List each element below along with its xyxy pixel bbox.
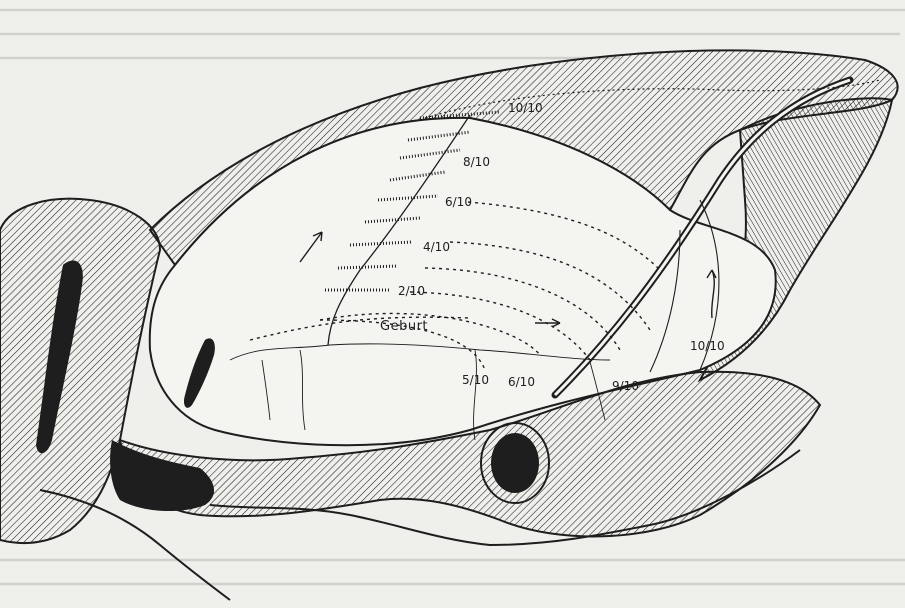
- label-10-10-top: 10/10: [508, 101, 543, 115]
- label-2-10: 2/10: [398, 284, 425, 298]
- label-10-10-right: 10/10: [690, 339, 725, 353]
- label-9-10-lower: 9/10: [612, 379, 639, 393]
- label-5-10-lower: 5/10: [462, 373, 489, 387]
- dark-hole: [491, 433, 539, 493]
- label-6-10-lower: 6/10: [508, 375, 535, 389]
- label-4-10: 4/10: [423, 240, 450, 254]
- label-6-10: 6/10: [445, 195, 472, 209]
- label-birth: Geburt: [380, 319, 428, 334]
- label-8-10: 8/10: [463, 155, 490, 169]
